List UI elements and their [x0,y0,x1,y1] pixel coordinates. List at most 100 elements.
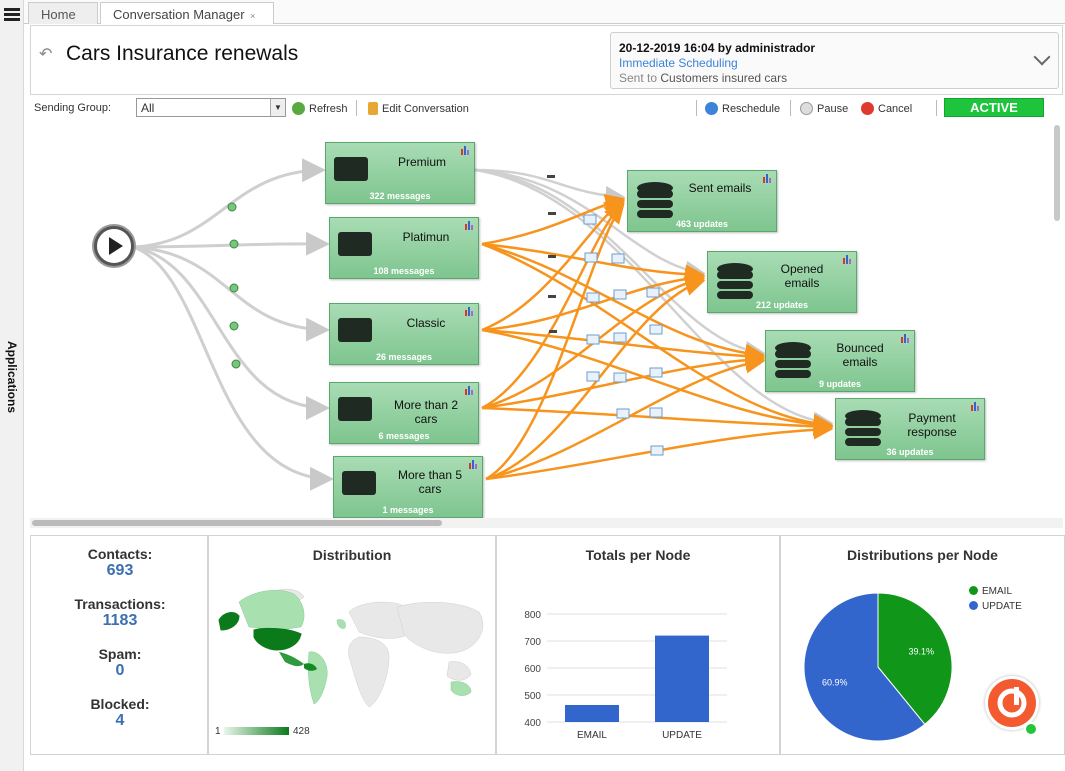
update-node-sent-emails[interactable]: Sent emails 463 updates [627,170,777,232]
pie-slice[interactable] [877,592,953,726]
schedule-info-box[interactable]: 20-12-2019 16:04 by administrador Immedi… [610,32,1059,89]
refresh-label: Refresh [309,103,348,115]
email-node-classic[interactable]: Classic 26 messages [329,303,479,365]
node-label: More than 2 cars [393,398,459,426]
envelope-icon [338,397,372,421]
stats-icon[interactable] [465,221,475,230]
node-label: More than 5 cars [397,468,463,496]
email-node-more-than-2-cars[interactable]: More than 2 cars 6 messages [329,382,479,444]
database-icon [845,410,881,446]
pie-slice-label: 39.1% [908,647,934,657]
sent-to-target: Customers insured cars [660,71,788,85]
node-count: 212 updates [755,300,809,310]
refresh-button[interactable]: Refresh [292,102,348,115]
tab-conversation-manager[interactable]: Conversation Manager × [100,2,274,24]
distribution-scale-min: 1 [215,726,221,737]
scroll-thumb[interactable] [32,520,442,526]
separator [790,100,791,116]
update-node-payment-response[interactable]: Payment response 36 updates [835,398,985,460]
stats-icon[interactable] [465,307,475,316]
dropdown-arrow-icon[interactable]: ▼ [270,99,285,116]
legend-email-label: EMAIL [982,586,1013,597]
tab-home[interactable]: Home [28,2,98,24]
legend-update: UPDATE [969,601,1022,612]
node-count: 322 messages [369,191,431,201]
pie-slice[interactable] [803,592,926,742]
world-map[interactable] [209,572,497,722]
node-count: 463 updates [675,219,729,229]
clock-icon [705,102,718,115]
start-play-button[interactable] [94,226,134,266]
distribution-scale-max: 428 [293,726,310,737]
pause-button[interactable]: Pause [800,102,848,115]
contacts-label: Contacts: [87,546,153,562]
sending-group-label: Sending Group: [34,102,112,114]
scroll-thumb[interactable] [1054,125,1060,221]
spam-label: Spam: [98,646,142,662]
update-node-bounced-emails[interactable]: Bounced emails 9 updates [765,330,915,392]
back-arrow-icon[interactable]: ↶ [39,46,53,63]
schedule-datetime: 20-12-2019 16:04 by administrador [619,41,816,55]
node-count: 1 messages [382,505,434,515]
email-node-more-than-5-cars[interactable]: More than 5 cars 1 messages [333,456,483,518]
blocked-stat: Blocked: 4 [31,696,209,730]
node-count: 9 updates [818,379,861,389]
sending-group-select[interactable]: All ▼ [136,98,286,117]
node-label: Opened emails [780,262,824,290]
tab-bar: Home Conversation Manager × [24,0,1065,24]
x-tick-label: EMAIL [577,730,607,741]
database-icon [637,182,673,218]
blocked-value: 4 [115,712,125,729]
stats-icon[interactable] [469,460,479,469]
pencil-icon [368,102,378,115]
email-node-premium[interactable]: Premium 322 messages [325,142,475,204]
toolbar: Sending Group: All ▼ Refresh Edit Conver… [30,96,1063,122]
stats-icon[interactable] [763,174,773,183]
stats-icon[interactable] [901,334,911,343]
transactions-stat: Transactions: 1183 [31,596,209,630]
bar[interactable] [655,635,709,722]
contacts-value: 693 [106,562,134,579]
node-count: 108 messages [373,266,435,276]
cancel-icon [861,102,874,115]
applications-sidebar: Applications [0,0,24,771]
edit-conversation-button[interactable]: Edit Conversation [368,102,469,115]
tab-home-label: Home [41,7,76,22]
stats-icon[interactable] [461,146,471,155]
database-icon [775,342,811,378]
update-node-opened-emails[interactable]: Opened emails 212 updates [707,251,857,313]
pie-slice-label: 60.9% [822,677,848,687]
close-tab-icon[interactable]: × [250,11,256,21]
hamburger-menu-icon[interactable] [4,8,20,22]
legend-update-label: UPDATE [982,601,1022,612]
tab-conversation-manager-label: Conversation Manager [113,7,245,22]
bar[interactable] [565,704,619,722]
distribution-pie-chart[interactable]: 39.1% 60.9% [781,564,1065,754]
stats-icon[interactable] [465,386,475,395]
y-tick-label: 700 [524,637,541,648]
flow-connections [132,158,834,491]
envelope-icon [342,471,376,495]
y-tick-label: 500 [524,691,541,702]
separator [936,100,937,116]
transactions-label: Transactions: [74,596,166,612]
chat-logo-icon [997,687,1027,718]
database-icon [717,263,753,299]
applications-label[interactable]: Applications [5,340,19,413]
schedule-target: Sent to Customers insured cars [619,71,1050,85]
stats-icon[interactable] [971,402,981,411]
reschedule-button[interactable]: Reschedule [705,102,780,115]
stats-icon[interactable] [843,255,853,264]
email-node-platimun[interactable]: Platimun 108 messages [329,217,479,279]
flow-canvas[interactable]: Premium 322 messages Platimun 108 messag… [30,123,1063,518]
cancel-button[interactable]: Cancel [861,102,912,115]
node-label: Platimun [402,230,450,244]
schedule-mode: Immediate Scheduling [619,56,738,70]
node-label: Payment response [907,411,957,439]
sending-group-value: All [141,101,155,115]
horizontal-scrollbar[interactable] [30,518,1063,528]
stats-panel: Contacts: 693 Transactions: 1183 Spam: 0… [30,535,208,755]
brand-logo[interactable] [985,676,1039,730]
vertical-scrollbar[interactable] [1053,125,1061,515]
